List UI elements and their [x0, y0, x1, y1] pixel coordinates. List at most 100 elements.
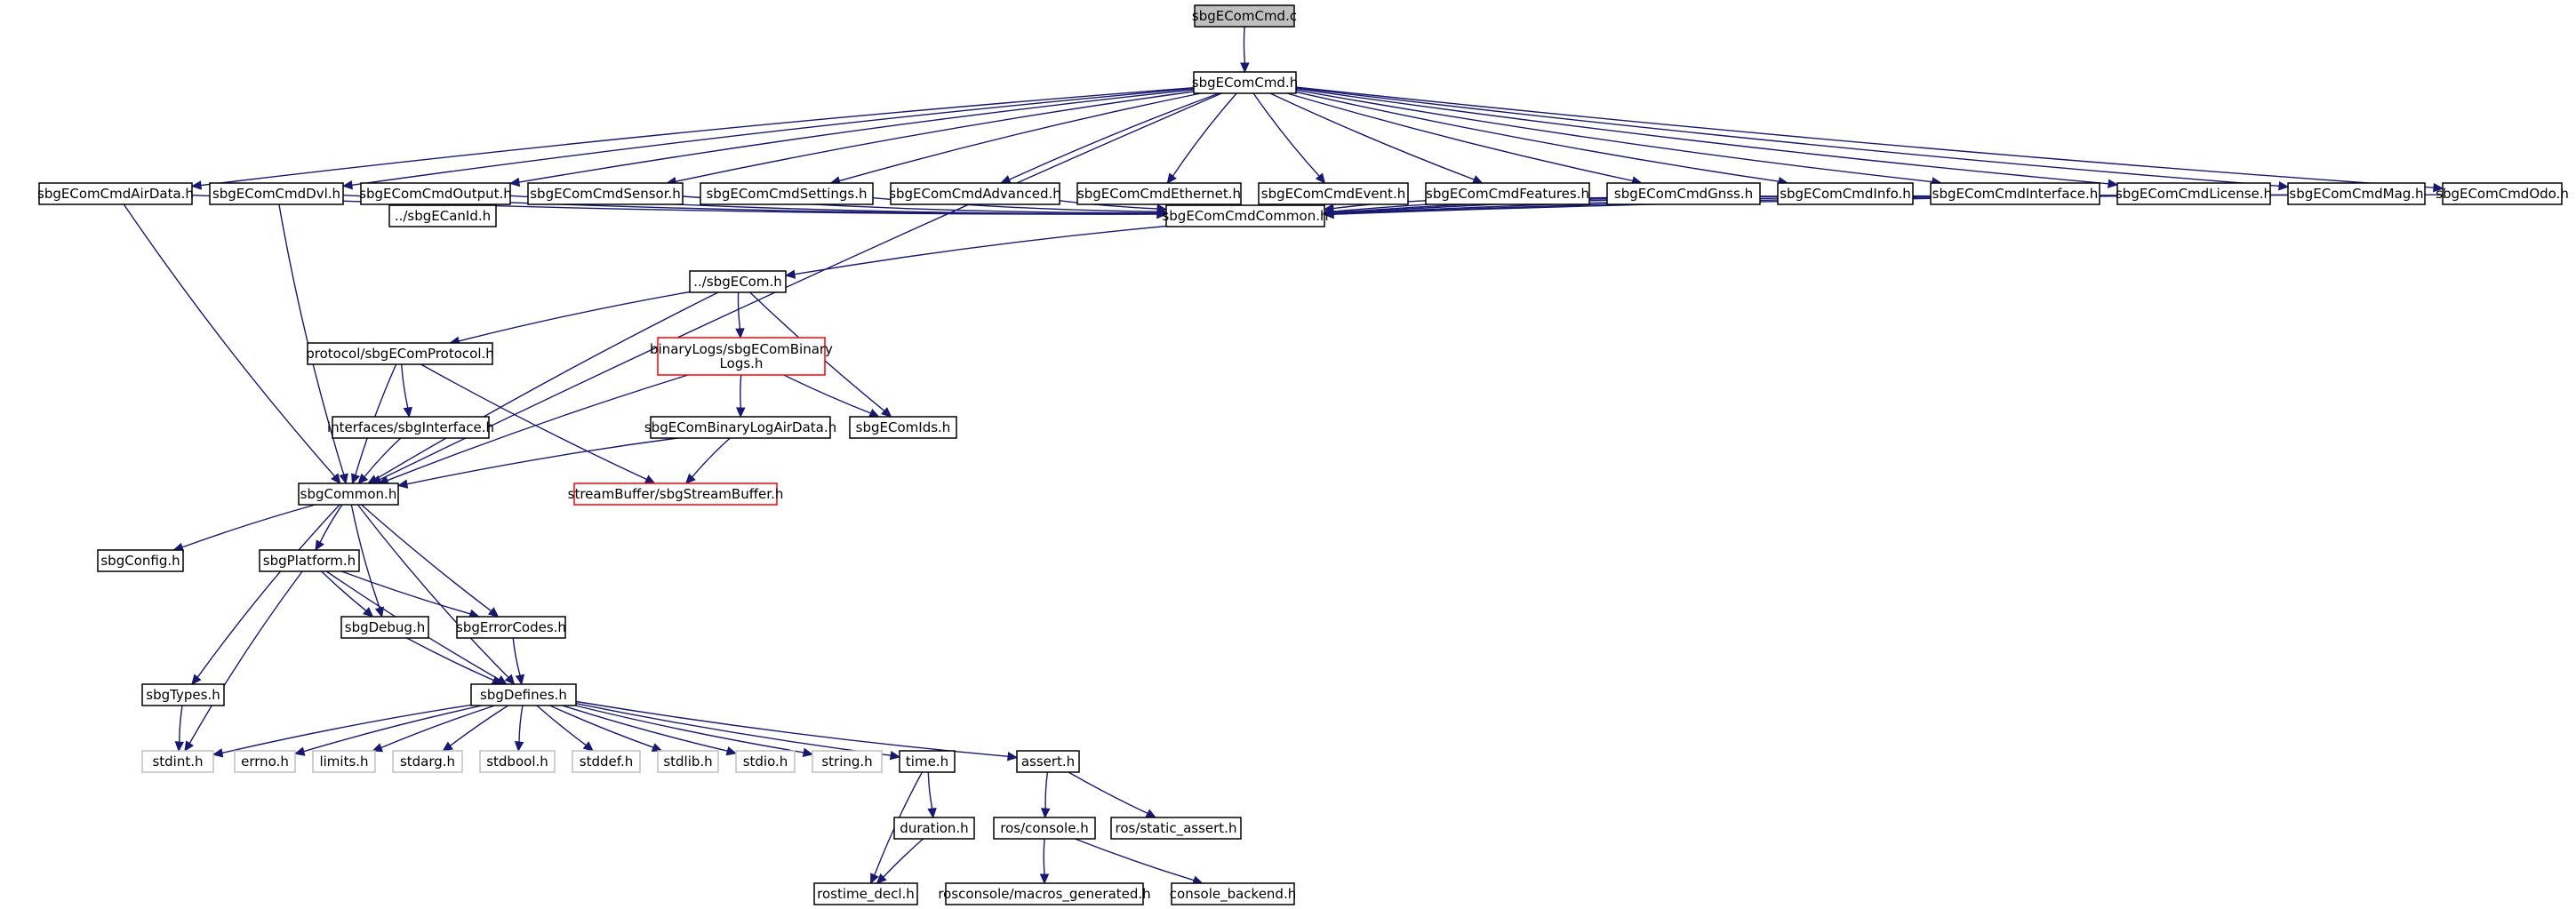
- node-sbginterface[interactable]: interfaces/sbgInterface.h: [327, 416, 494, 439]
- edge-arrowhead: [514, 741, 524, 753]
- edge-types-to-stdint: [174, 705, 185, 753]
- node-box: [456, 616, 566, 639]
- node-license[interactable]: sbgEComCmdLicense.h: [2116, 182, 2272, 205]
- node-types[interactable]: sbgTypes.h: [141, 683, 225, 706]
- node-stdio[interactable]: stdio.h: [735, 750, 796, 773]
- node-label: sbgConfig.h: [100, 553, 180, 569]
- edge-defines-to-stdlib: [549, 705, 663, 752]
- node-rosconsole[interactable]: ros/console.h: [993, 817, 1096, 840]
- edge-line: [123, 203, 336, 477]
- node-dvl[interactable]: sbgEComCmdDvl.h: [209, 182, 344, 205]
- edge-sbgecomcmd-h-to-odo: [1295, 86, 2444, 193]
- edge-rosconsole-to-consolebackend: [1075, 838, 1204, 885]
- edge-sbgecomcmd-h-to-license: [1295, 88, 2119, 188]
- node-box: [141, 750, 214, 773]
- node-string[interactable]: string.h: [812, 750, 883, 773]
- node-ids[interactable]: sbgEComIds.h: [849, 416, 957, 439]
- node-protocol[interactable]: protocol/sbgEComProtocol.h: [306, 342, 494, 365]
- node-defines[interactable]: sbgDefines.h: [470, 683, 577, 706]
- edge-line: [737, 291, 741, 330]
- node-ethernet[interactable]: sbgEComCmdEthernet.h: [1076, 182, 1242, 205]
- node-box: [657, 337, 826, 376]
- edge-line: [319, 504, 343, 543]
- edge-time-to-duration: [927, 771, 937, 819]
- node-label: sbgEComCmdEvent.h: [1261, 186, 1405, 202]
- node-box: [340, 616, 429, 639]
- node-label: ros/console.h: [1000, 820, 1088, 836]
- edge-line: [575, 705, 804, 754]
- edge-arrowhead: [1040, 808, 1051, 819]
- node-info[interactable]: sbgEComCmdInfo.h: [1777, 182, 1914, 205]
- node-label: stddef.h: [580, 754, 633, 769]
- edge-line: [221, 704, 472, 754]
- node-time[interactable]: time.h: [899, 750, 956, 773]
- node-event[interactable]: sbgEComCmdEvent.h: [1258, 182, 1409, 205]
- node-sbgcommon[interactable]: sbgCommon.h: [298, 482, 399, 506]
- node-airdatalog[interactable]: sbgEComBinaryLogAirData.h: [644, 416, 836, 439]
- node-sensor[interactable]: sbgEComCmdSensor.h: [527, 182, 684, 205]
- edge-line: [361, 504, 492, 612]
- edge-arrowhead: [999, 175, 1012, 184]
- node-limits[interactable]: limits.h: [312, 750, 376, 773]
- edge-line: [1295, 89, 1932, 183]
- node-errno[interactable]: errno.h: [234, 750, 296, 773]
- edge-binarylogs-to-airdatalog: [736, 374, 746, 419]
- node-common[interactable]: sbgEComCmdCommon.h: [1162, 204, 1329, 227]
- node-box: [993, 817, 1096, 840]
- node-consolebackend[interactable]: console_backend.h: [1170, 882, 1296, 905]
- edge-arrowhead: [870, 873, 879, 885]
- node-sbgecomcmd-h[interactable]: sbgEComCmd.h: [1192, 71, 1298, 94]
- node-stdarg[interactable]: stdarg.h: [392, 750, 463, 773]
- node-stdlib[interactable]: stdlib.h: [657, 750, 719, 773]
- node-box: [298, 482, 399, 506]
- node-label: sbgEComCmdOutput.h: [359, 186, 512, 202]
- node-label: assert.h: [1021, 754, 1075, 769]
- edge-arrowhead: [366, 474, 379, 484]
- node-label: ros/static_assert.h: [1116, 820, 1237, 837]
- node-config[interactable]: sbgConfig.h: [97, 549, 184, 572]
- node-mag[interactable]: sbgEComCmdMag.h: [2287, 182, 2426, 205]
- edge-arrowhead: [190, 180, 202, 190]
- node-interface[interactable]: sbgEComCmdInterface.h: [1930, 182, 2100, 205]
- node-output[interactable]: sbgEComCmdOutput.h: [359, 182, 512, 205]
- node-settings[interactable]: sbgEComCmdSettings.h: [700, 182, 874, 205]
- node-canid[interactable]: ../sbgECanId.h: [388, 204, 497, 227]
- node-platform[interactable]: sbgPlatform.h: [259, 549, 360, 572]
- edge-rosconsole-to-macrosgen: [1039, 838, 1050, 885]
- edge-line: [1172, 92, 1237, 177]
- node-advanced[interactable]: sbgEComCmdAdvanced.h: [889, 182, 1061, 205]
- node-label: protocol/sbgEComProtocol.h: [306, 346, 494, 362]
- edge-sbgecomcmd-c-to-sbgecomcmd-h: [1240, 26, 1250, 74]
- node-duration[interactable]: duration.h: [893, 817, 975, 840]
- edge-line: [1295, 86, 2435, 188]
- node-label: sbgEComCmdSettings.h: [706, 186, 867, 202]
- edge-line: [181, 504, 316, 548]
- node-stdbool[interactable]: stdbool.h: [479, 750, 556, 773]
- edge-arrowhead: [315, 539, 324, 552]
- node-streambuffer[interactable]: streamBuffer/sbgStreamBuffer.h: [568, 482, 784, 506]
- node-rostimedecl[interactable]: rostime_decl.h: [813, 882, 918, 905]
- node-gnss[interactable]: sbgEComCmdGnss.h: [1606, 182, 1761, 205]
- edge-arrowhead: [339, 473, 348, 485]
- edge-arrowhead: [341, 179, 353, 190]
- node-sbgecomcmd-c[interactable]: sbgEComCmd.c: [1192, 4, 1297, 28]
- edge-defines-to-limits: [372, 705, 495, 753]
- node-label: errno.h: [241, 754, 289, 769]
- edge-line: [341, 570, 471, 615]
- node-errorcodes[interactable]: sbgErrorCodes.h: [456, 616, 566, 639]
- node-macrosgen[interactable]: rosconsole/macros_generated.h: [938, 882, 1151, 905]
- node-stddef[interactable]: stddef.h: [572, 750, 641, 773]
- edge-arrowhead: [1039, 873, 1050, 885]
- node-features[interactable]: sbgEComCmdFeatures.h: [1425, 182, 1590, 205]
- node-debug[interactable]: sbgDebug.h: [340, 616, 429, 639]
- edge-arrowhead: [403, 406, 412, 419]
- node-staticassert[interactable]: ros/static_assert.h: [1110, 817, 1242, 840]
- node-label: sbgErrorCodes.h: [456, 619, 566, 635]
- node-label: rosconsole/macros_generated.h: [938, 886, 1150, 903]
- node-sbgecom[interactable]: ../sbgECom.h: [689, 270, 787, 293]
- node-assert[interactable]: assert.h: [1016, 750, 1080, 773]
- node-airdata[interactable]: sbgEComCmdAirData.h: [37, 182, 194, 205]
- node-stdint[interactable]: stdint.h: [141, 750, 214, 773]
- node-odo[interactable]: sbgEComCmdOdo.h: [2436, 182, 2569, 205]
